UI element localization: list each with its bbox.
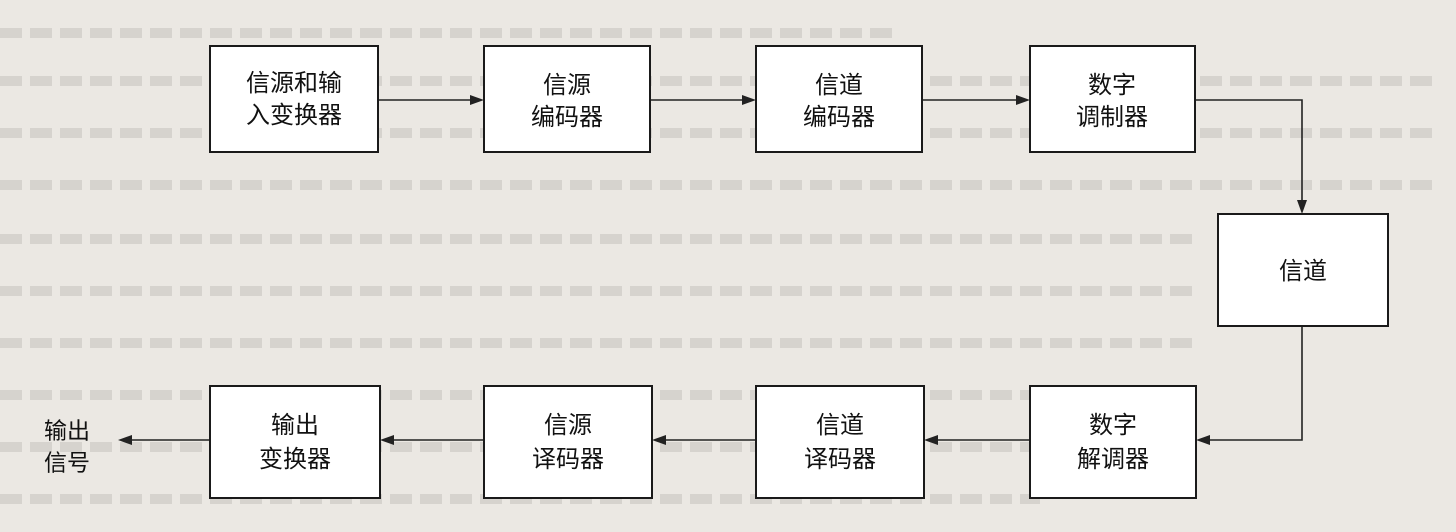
box-source-encoder: 信源 编码器	[483, 45, 651, 153]
box-output-transducer: 输出 变换器	[209, 385, 381, 499]
box-label-line: 译码器	[804, 445, 876, 473]
arrow-modulator-to-channel	[1195, 99, 1303, 200]
box-label-line: 信道	[1279, 257, 1327, 285]
box-source-input-transducer: 信源和输 入变换器	[209, 45, 379, 153]
box-label-line: 调制器	[1076, 103, 1148, 131]
box-label-line: 编码器	[803, 103, 875, 131]
box-label-line: 信源	[544, 411, 592, 439]
arrowhead-icon	[1297, 200, 1307, 214]
box-digital-demodulator: 数字 解调器	[1029, 385, 1197, 499]
box-label-line: 信源	[543, 71, 591, 99]
connections	[118, 95, 1307, 445]
box-label-line: 入变换器	[246, 101, 342, 129]
arrowhead-icon	[380, 435, 394, 445]
output-label-line: 信号	[44, 451, 90, 477]
output-signal-label: 输出 信号	[44, 419, 90, 477]
box-label-line: 信道	[816, 411, 864, 439]
arrowhead-icon	[742, 95, 756, 105]
box-label-line: 数字	[1088, 71, 1136, 99]
output-label-line: 输出	[44, 419, 90, 445]
box-digital-modulator: 数字 调制器	[1029, 45, 1196, 153]
box-channel-encoder: 信道 编码器	[755, 45, 923, 153]
arrowhead-icon	[470, 95, 484, 105]
box-label-line: 数字	[1089, 411, 1137, 439]
box-channel-decoder: 信道 译码器	[755, 385, 925, 499]
box-source-decoder: 信源 译码器	[483, 385, 653, 499]
box-label-line: 编码器	[531, 103, 603, 131]
arrowhead-icon	[1016, 95, 1030, 105]
box-label-line: 信道	[815, 71, 863, 99]
box-channel: 信道	[1217, 213, 1389, 327]
box-label-line: 信源和输	[246, 69, 342, 97]
arrowhead-icon	[118, 435, 132, 445]
box-label-line: 输出	[271, 411, 319, 439]
box-label-line: 变换器	[259, 445, 331, 473]
arrowhead-icon	[652, 435, 666, 445]
box-label-line: 解调器	[1077, 445, 1149, 473]
box-label-line: 译码器	[532, 445, 604, 473]
arrow-channel-to-demodulator	[1208, 326, 1303, 441]
arrowhead-icon	[924, 435, 938, 445]
arrowhead-icon	[1196, 435, 1210, 445]
